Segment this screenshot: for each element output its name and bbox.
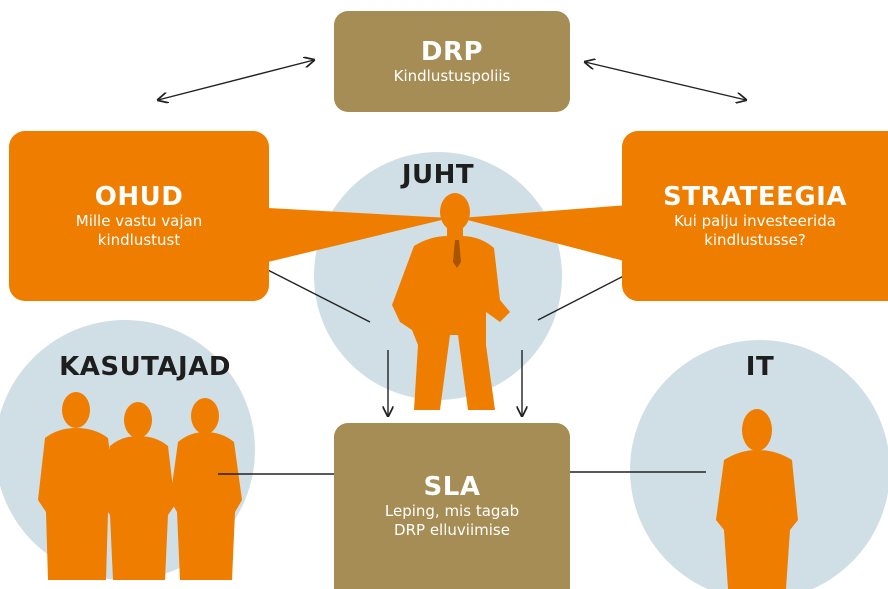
- drp-subtitle: Kindlustuspoliis: [393, 67, 511, 85]
- kasutajad-label: KASUTAJAD: [59, 352, 231, 382]
- sla-title: SLA: [423, 472, 481, 502]
- strateegia-line2: kindlustusse?: [704, 231, 806, 249]
- arrow-juht-to-ohud: [258, 265, 371, 323]
- strateegia-pointer: [460, 205, 628, 262]
- users-silhouette: [38, 392, 242, 580]
- strateegia-title: STRATEEGIA: [663, 182, 847, 212]
- strateegia-line1: Kui palju investeerida: [674, 212, 836, 230]
- manager-tie: [453, 240, 461, 268]
- ohud-pointer: [268, 208, 450, 262]
- sla-line1: Leping, mis tagab: [384, 502, 520, 520]
- it-silhouette: [716, 409, 798, 589]
- it-label: IT: [745, 352, 775, 382]
- ohud-box: OHUD Mille vastu vajan kindlustust: [9, 131, 269, 301]
- ohud-title: OHUD: [94, 182, 184, 212]
- juht-label: JUHT: [401, 160, 475, 190]
- sla-box: SLA Leping, mis tagab DRP elluviimise: [334, 423, 570, 589]
- strateegia-box: STRATEEGIA Kui palju investeerida kindlu…: [622, 131, 888, 301]
- ohud-line1: Mille vastu vajan: [75, 212, 203, 230]
- arrow-drp-right: [585, 62, 746, 100]
- sla-line2: DRP elluviimise: [394, 521, 510, 539]
- drp-box: DRP Kindlustuspoliis: [334, 11, 570, 112]
- manager-silhouette: [392, 193, 510, 410]
- drp-title: DRP: [420, 37, 484, 67]
- ohud-line2: kindlustust: [97, 231, 181, 249]
- arrow-drp-left: [158, 60, 314, 100]
